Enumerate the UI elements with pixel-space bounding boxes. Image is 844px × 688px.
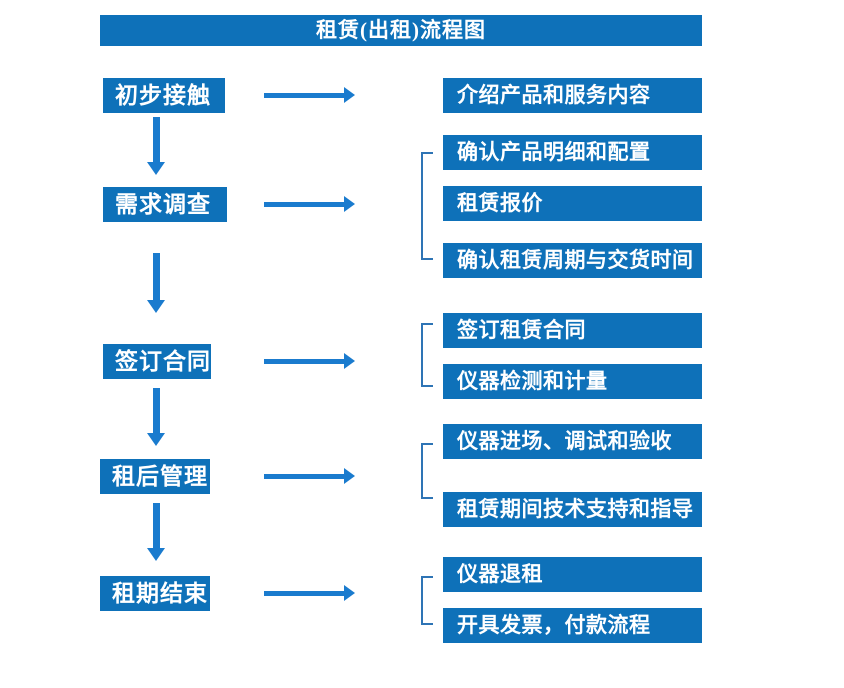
arrow-shaft [264,473,344,479]
down-arrow-icon-2 [147,253,165,313]
right-arrow-icon-3 [264,353,355,369]
step-demand-survey: 需求调查 [103,187,227,222]
arrow-shaft [152,503,160,548]
output-confirm-product-details: 确认产品明细和配置 [443,135,702,170]
group-bracket-sign-contract [421,323,433,387]
flowchart-title: 租赁(出租)流程图 [100,15,702,46]
output-rental-quote: 租赁报价 [443,186,702,221]
output-instrument-setup: 仪器进场、调试和验收 [443,424,702,459]
arrow-shaft [152,117,160,162]
group-bracket-lease-end [421,576,433,625]
down-arrow-icon-1 [147,117,165,175]
arrow-head [344,468,355,484]
output-invoice-payment: 开具发票，付款流程 [443,608,702,643]
right-arrow-icon-5 [264,585,355,601]
step-lease-end: 租期结束 [100,576,210,611]
arrow-shaft [152,388,160,433]
output-confirm-rental-period: 确认租赁周期与交货时间 [443,243,702,278]
group-bracket-post-rental [421,443,433,499]
output-sign-rental-contract: 签订租赁合同 [443,313,702,348]
output-instrument-return: 仪器退租 [443,557,702,592]
arrow-shaft [152,253,160,300]
step-sign-contract: 签订合同 [103,344,211,379]
arrow-head [147,548,165,561]
arrow-shaft [264,92,344,98]
arrow-shaft [264,358,344,364]
arrow-shaft [264,590,344,596]
arrow-head [344,585,355,601]
down-arrow-icon-4 [147,503,165,561]
right-arrow-icon-1 [264,87,355,103]
arrow-head [147,300,165,313]
output-technical-support: 租赁期间技术支持和指导 [443,492,702,527]
arrow-head [344,87,355,103]
right-arrow-icon-4 [264,468,355,484]
output-instrument-testing: 仪器检测和计量 [443,364,702,399]
arrow-head [147,162,165,175]
arrow-head [344,196,355,212]
arrow-shaft [264,201,344,207]
output-introduce-products: 介绍产品和服务内容 [443,78,702,113]
group-bracket-demand-survey [421,152,433,260]
down-arrow-icon-3 [147,388,165,446]
step-initial-contact: 初步接触 [103,78,225,113]
arrow-head [344,353,355,369]
right-arrow-icon-2 [264,196,355,212]
arrow-head [147,433,165,446]
step-post-rental-management: 租后管理 [100,459,210,494]
